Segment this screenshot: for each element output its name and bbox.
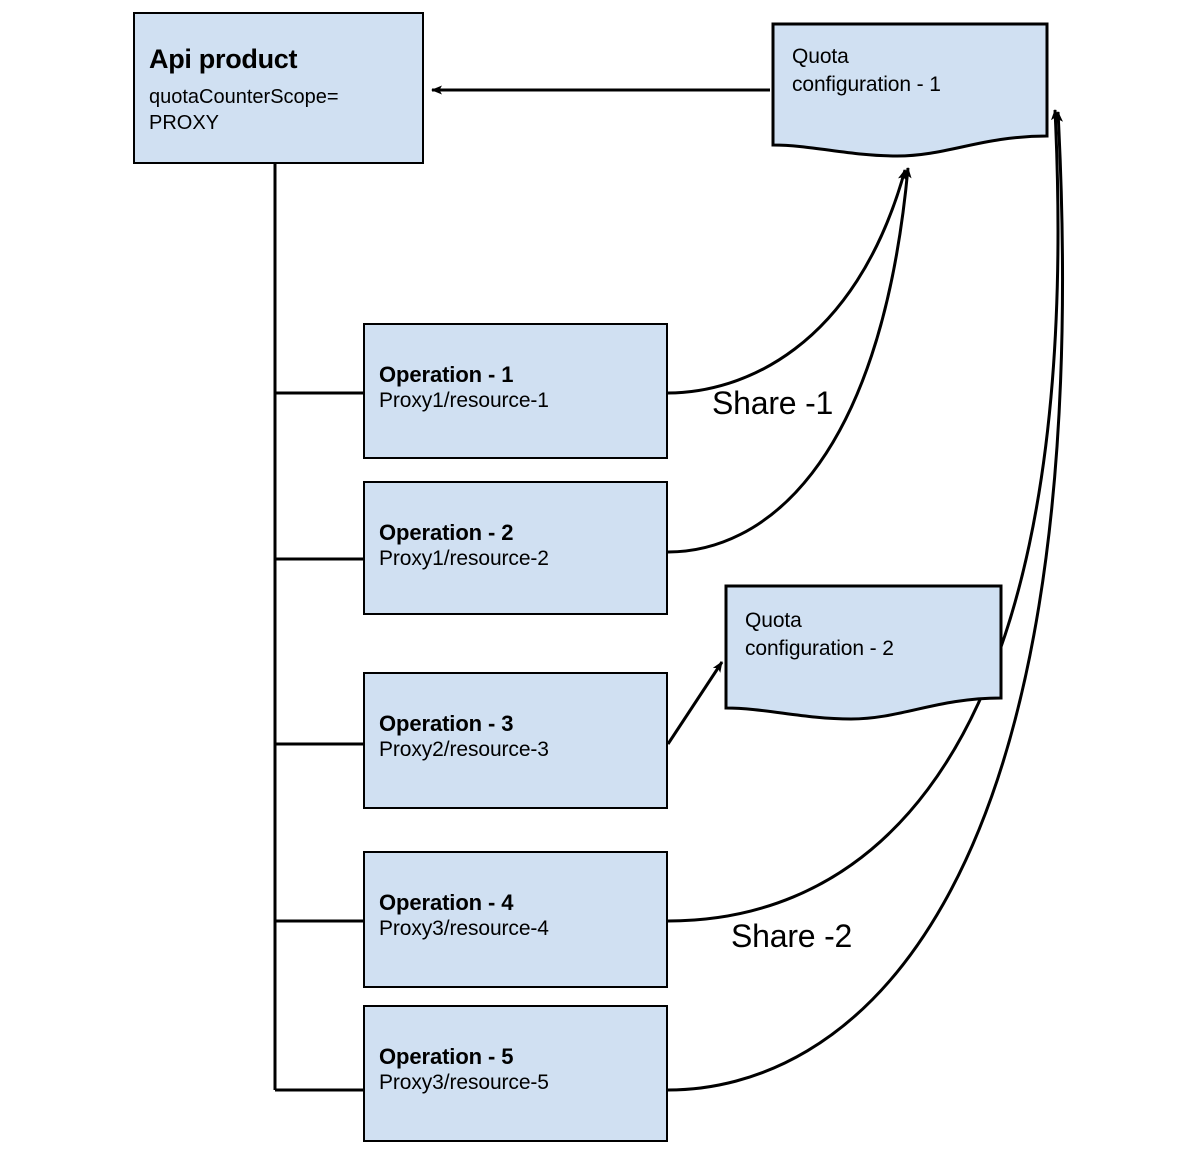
api-product-subtitle-line-2: PROXY xyxy=(149,112,220,134)
edge-label-share-1: Share -1 xyxy=(712,385,834,421)
node-operation-3[interactable]: Operation - 3 Proxy2/resource-3 xyxy=(363,672,668,809)
node-operation-4[interactable]: Operation - 4 Proxy3/resource-4 xyxy=(363,851,668,988)
operation-1-title: Operation - 1 xyxy=(379,362,514,387)
edge-op4-to-quota1 xyxy=(667,109,1060,923)
node-quota-configuration-2[interactable]: Quota configuration - 2 xyxy=(724,584,1003,721)
quota-configuration-1-label: Quota configuration - 1 xyxy=(792,43,1032,98)
operation-1-subtitle: Proxy1/resource-1 xyxy=(379,389,549,412)
operation-3-title: Operation - 3 xyxy=(379,711,514,736)
edge-op2-to-quota1 xyxy=(667,167,912,554)
edge-label-share-2: Share -2 xyxy=(731,918,853,954)
api-product-subtitle-line-1: quotaCounterScope= xyxy=(149,86,339,108)
api-product-title: Api product xyxy=(149,44,298,74)
quota-configuration-2-shape xyxy=(724,584,1003,721)
quota-configuration-2-label-line-1: Quota xyxy=(745,609,802,632)
quota-configuration-2-label: Quota configuration - 2 xyxy=(745,607,990,662)
quota-configuration-1-shape xyxy=(771,22,1049,158)
node-quota-configuration-1[interactable]: Quota configuration - 1 xyxy=(771,22,1049,158)
quota-configuration-2-label-line-2: configuration - 2 xyxy=(745,636,894,660)
edge-op1-to-quota1 xyxy=(667,169,907,395)
operation-4-title: Operation - 4 xyxy=(379,890,514,915)
edge-op5-to-quota1 xyxy=(667,111,1064,1092)
node-operation-5[interactable]: Operation - 5 Proxy3/resource-5 xyxy=(363,1005,668,1142)
operation-3-subtitle: Proxy2/resource-3 xyxy=(379,738,549,761)
node-operation-1[interactable]: Operation - 1 Proxy1/resource-1 xyxy=(363,323,668,459)
operation-4-subtitle: Proxy3/resource-4 xyxy=(379,917,549,940)
api-product-subtitle: quotaCounterScope= PROXY xyxy=(149,84,412,136)
quota-configuration-1-label-line-2: configuration - 1 xyxy=(792,72,941,96)
operation-5-subtitle: Proxy3/resource-5 xyxy=(379,1071,549,1094)
node-api-product[interactable]: Api product quotaCounterScope= PROXY xyxy=(133,12,424,164)
quota-configuration-1-label-line-1: Quota xyxy=(792,45,849,68)
edge-op3-to-quota2 xyxy=(666,661,724,745)
node-operation-2[interactable]: Operation - 2 Proxy1/resource-2 xyxy=(363,481,668,615)
operation-2-subtitle: Proxy1/resource-2 xyxy=(379,547,549,570)
operation-5-title: Operation - 5 xyxy=(379,1044,514,1069)
operation-2-title: Operation - 2 xyxy=(379,520,514,545)
